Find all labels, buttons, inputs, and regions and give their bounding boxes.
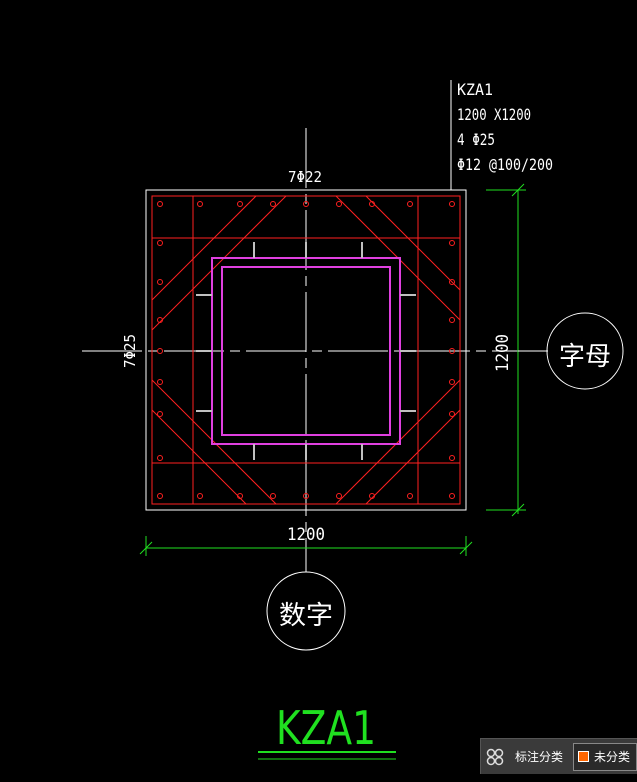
bottom-bubble-circle xyxy=(266,571,346,651)
rebar-dots xyxy=(157,201,455,499)
label-category-button[interactable]: 标注分类 xyxy=(509,743,569,771)
right-bubble-circle xyxy=(546,312,624,390)
unclassified-button[interactable]: 未分类 xyxy=(572,742,637,771)
stirrup-spec-label: Φ12 @100/200 xyxy=(457,155,553,174)
bottom-dimension xyxy=(139,536,473,556)
column-size-label: 1200 X1200 xyxy=(457,105,531,124)
right-dimension xyxy=(486,183,526,517)
right-dimension-value: 1200 xyxy=(493,334,513,372)
group-icon[interactable] xyxy=(481,739,509,775)
drawing-title: KZA1 xyxy=(276,701,376,755)
right-bubble-text: 字母 xyxy=(559,342,611,372)
color-swatch xyxy=(577,751,589,762)
outer-stirrup xyxy=(151,195,461,505)
inner-hole-inner xyxy=(221,266,391,436)
column-name-label: KZA1 xyxy=(457,80,493,99)
anchor-bolts xyxy=(196,242,416,460)
top-rebar-label: 7Φ22 xyxy=(288,168,322,186)
column-outline xyxy=(145,189,467,511)
diagonal-stirrups xyxy=(151,195,461,505)
left-rebar-label: 7Φ25 xyxy=(121,334,139,368)
bottom-bubble-text: 数字 xyxy=(279,601,333,631)
label-category-text: 标注分类 xyxy=(514,750,563,764)
corner-bars-label: 4 Φ25 xyxy=(457,130,495,149)
annotation-toolbar: 标注分类 未分类 xyxy=(480,738,637,774)
bottom-dimension-value: 1200 xyxy=(287,525,325,545)
unclassified-text: 未分类 xyxy=(593,750,630,764)
